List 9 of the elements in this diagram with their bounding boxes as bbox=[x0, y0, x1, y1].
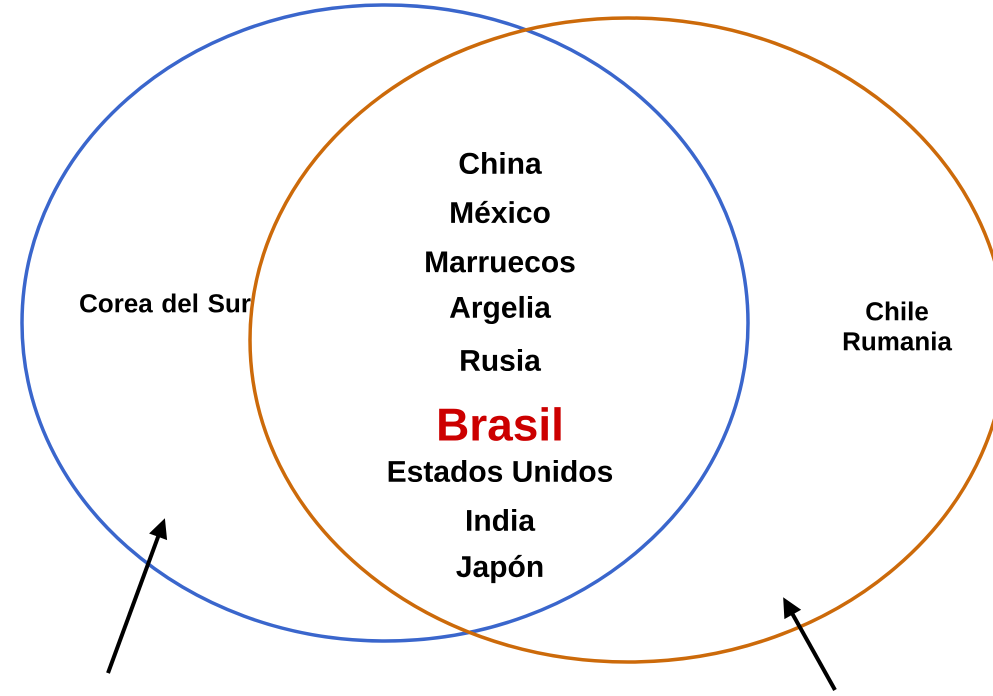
country-name: México bbox=[451, 200, 550, 224]
country-name: Brasil bbox=[439, 407, 561, 441]
country-name: Argelia bbox=[450, 296, 552, 324]
country-name: Rusia bbox=[461, 349, 542, 372]
country-name: China bbox=[460, 152, 542, 174]
country-name: Japón bbox=[456, 554, 542, 584]
country-name: Estados Unidos bbox=[388, 460, 612, 482]
country-name: India bbox=[467, 509, 536, 532]
country-name: Marruecos bbox=[426, 252, 575, 272]
